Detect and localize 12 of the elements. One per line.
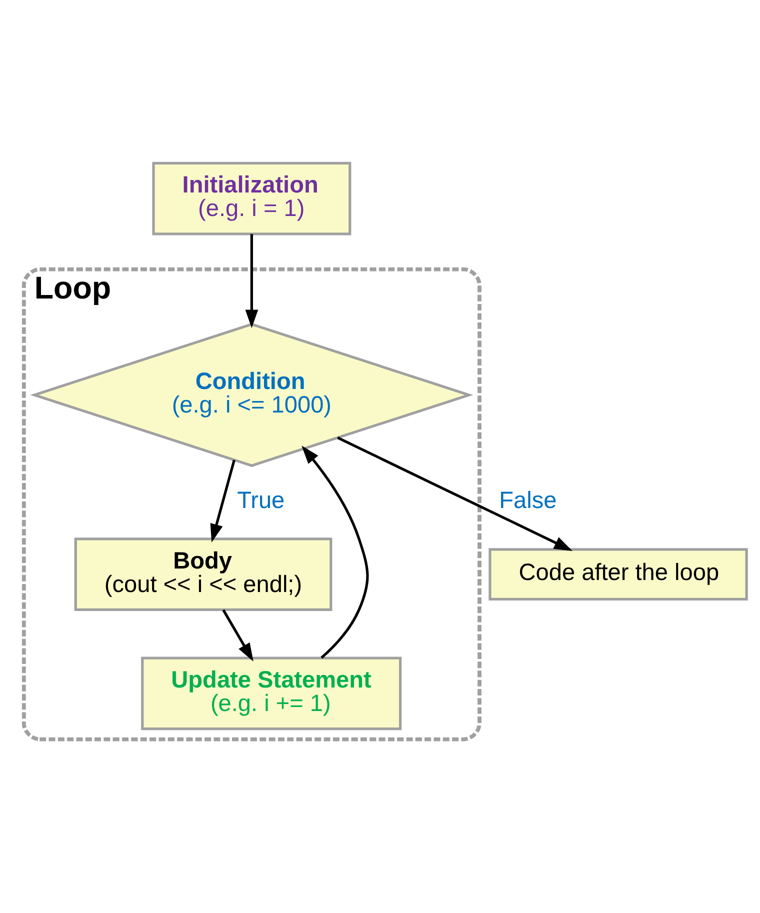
- arrow: [302, 446, 369, 659]
- arrow: [245, 234, 258, 328]
- edge-label: False: [499, 487, 557, 514]
- node-box: Body (cout << i << endl;): [74, 538, 332, 611]
- node-diamond: Condition (e.g. i <= 1000): [30, 322, 474, 468]
- arrow: [337, 436, 572, 551]
- node-box: Update Statement (e.g. i += 1): [141, 656, 402, 730]
- node-box: Initialization (e.g. i = 1): [152, 162, 352, 236]
- node-box: Code after the loop: [488, 548, 748, 601]
- arrow: [222, 609, 254, 662]
- edge-label: True: [237, 487, 285, 514]
- arrow: [210, 460, 236, 542]
